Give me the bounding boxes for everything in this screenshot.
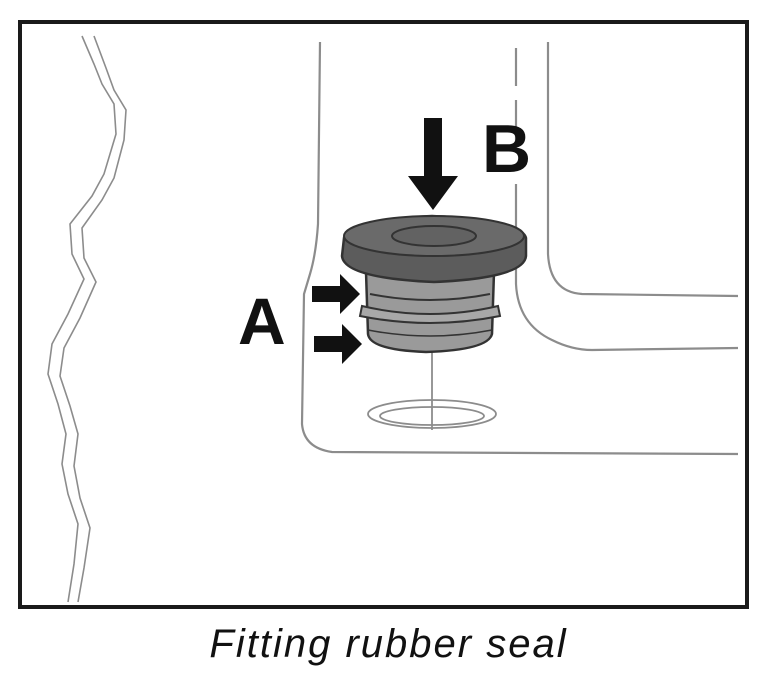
label-b: B [482, 111, 531, 187]
arrow-b-icon [408, 118, 458, 210]
figure-frame: B A [18, 20, 749, 609]
arrow-a-lower-icon [314, 324, 362, 364]
wall-edge [47, 35, 127, 603]
label-a: A [238, 284, 286, 358]
seal-diagram: B A [47, 35, 739, 603]
rubber-seal [340, 214, 528, 284]
plug-body [358, 270, 502, 354]
drain-hole [367, 344, 497, 430]
housing-outline [300, 41, 739, 456]
figure-caption: Fitting rubber seal [209, 622, 568, 666]
arrow-a-upper-icon [312, 274, 360, 314]
